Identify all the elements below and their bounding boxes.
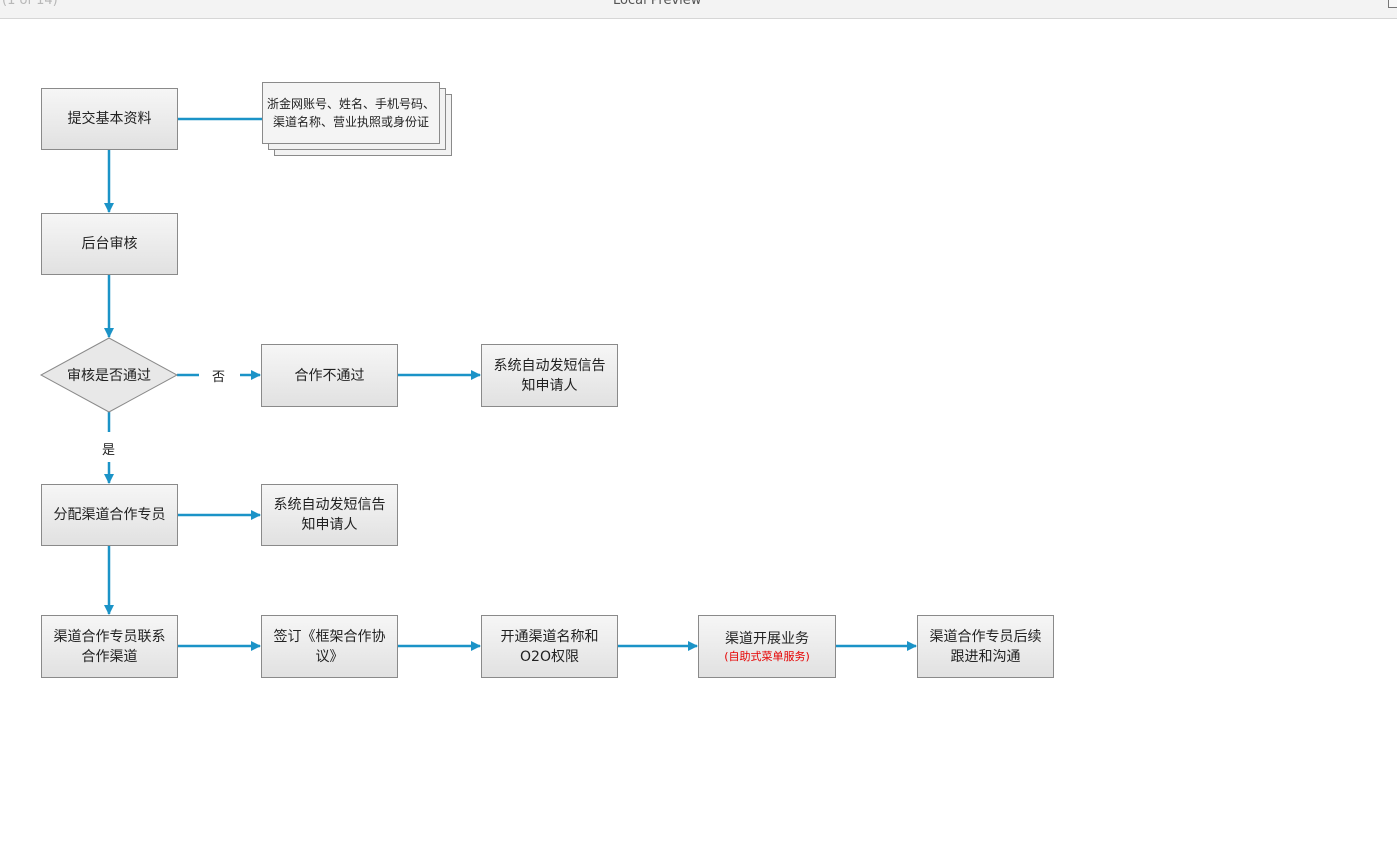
- submit-basic-info-node: 提交基本资料: [41, 88, 178, 150]
- cooperation-rejected-node: 合作不通过: [261, 344, 398, 407]
- sign-agreement-node: 签订《框架合作协 议》: [261, 615, 398, 678]
- maximize-icon[interactable]: [1388, 0, 1397, 8]
- sms-assign-notify-node: 系统自动发短信告 知申请人: [261, 484, 398, 546]
- channel-business-node: 渠道开展业务 (自助式菜单服务): [698, 615, 836, 678]
- assign-specialist-label: 分配渠道合作专员: [53, 507, 166, 523]
- channel-business-label: 渠道开展业务: [725, 630, 809, 647]
- preview-title-bar: (1 of 14) Local Preview: [0, 0, 1397, 19]
- sms-reject-line2: 知申请人: [521, 377, 578, 394]
- open-permissions-line1: 开通渠道名称和: [500, 628, 599, 645]
- decision-diamond: [39, 337, 179, 413]
- sms-assign-line1: 系统自动发短信告: [273, 497, 386, 513]
- window-title: Local Preview: [613, 0, 702, 8]
- assign-specialist-node: 分配渠道合作专员: [41, 484, 178, 546]
- specialist-contact-node: 渠道合作专员联系 合作渠道: [41, 615, 178, 678]
- specialist-contact-line2: 合作渠道: [81, 648, 138, 665]
- required-documents-line2: 渠道名称、营业执照或身份证: [272, 115, 429, 129]
- sms-reject-notify-node: 系统自动发短信告 知申请人: [481, 344, 618, 407]
- specialist-contact-line1: 渠道合作专员联系: [53, 628, 166, 645]
- backend-review-node: 后台审核: [41, 213, 178, 275]
- sms-reject-line1: 系统自动发短信告: [493, 357, 606, 374]
- open-permissions-node: 开通渠道名称和 O2O权限: [481, 615, 618, 678]
- required-documents-line1: 浙金网账号、姓名、手机号码、: [266, 97, 435, 111]
- self-service-menu-note: (自助式菜单服务): [724, 649, 810, 663]
- open-permissions-line2: O2O权限: [520, 648, 579, 665]
- sign-agreement-line2: 议》: [315, 648, 344, 665]
- page-counter: (1 of 14): [2, 0, 58, 8]
- followup-node: 渠道合作专员后续 跟进和沟通: [917, 615, 1054, 678]
- required-documents-note: 浙金网账号、姓名、手机号码、 渠道名称、营业执照或身份证: [262, 82, 440, 144]
- followup-line1: 渠道合作专员后续: [929, 628, 1042, 645]
- submit-basic-info-label: 提交基本资料: [67, 111, 152, 127]
- followup-line2: 跟进和沟通: [950, 648, 1021, 665]
- edge-label-yes: 是: [102, 439, 116, 458]
- sms-assign-line2: 知申请人: [301, 517, 358, 533]
- edge-label-no: 否: [212, 366, 226, 385]
- cooperation-rejected-label: 合作不通过: [294, 367, 365, 384]
- sign-agreement-line1: 签订《框架合作协: [273, 628, 386, 645]
- review-decision-label: 审核是否通过: [67, 368, 151, 384]
- backend-review-label: 后台审核: [81, 236, 138, 252]
